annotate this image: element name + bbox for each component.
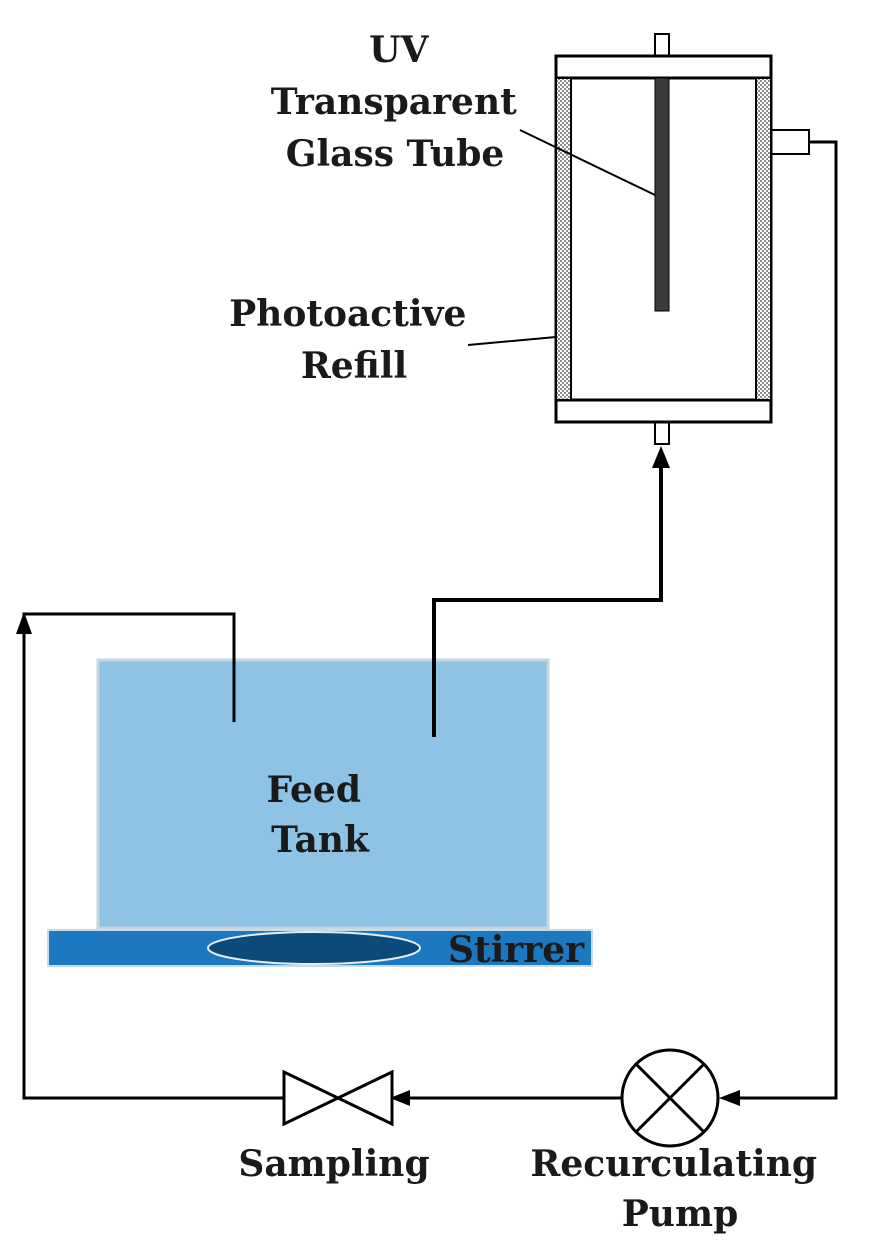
reactor-top-cap — [554, 54, 773, 80]
uv-tube-label-line-1: UV — [369, 29, 429, 71]
uv-tube-leader — [519, 129, 656, 196]
feed-tank-label-line-2: Tank — [271, 819, 370, 861]
uv-tube-label: UV Transparent Glass Tube — [271, 29, 530, 175]
pump-label-line-1: Recurculating — [530, 1143, 817, 1185]
pump-label: Recurculating Pump — [530, 1143, 829, 1235]
reactor — [554, 33, 810, 445]
refill-label-line-1: Photoactive — [229, 293, 466, 335]
reactor-feed-pipe — [432, 462, 663, 737]
return-arrow-head — [16, 612, 32, 634]
feed-tank — [96, 658, 550, 930]
sampling-label: Sampling — [238, 1143, 429, 1185]
uv-tube-label-line-3: Glass Tube — [286, 133, 505, 175]
valve-inlet-arrow-head — [390, 1090, 410, 1106]
pump-inlet-arrow-head — [719, 1090, 740, 1106]
reactor-top-nozzle — [654, 33, 670, 57]
feed-tank-label-line-1: Feed — [266, 769, 361, 811]
reactor-side-nozzle — [770, 129, 810, 155]
sampling-valve — [282, 1069, 394, 1127]
reactor-feed-arrow-head — [652, 446, 670, 468]
stirrer-bar — [207, 931, 421, 965]
refill-leader — [467, 336, 557, 346]
uv-tube-label-line-2: Transparent — [271, 81, 517, 123]
refill-right-wall — [755, 77, 772, 401]
recirculating-pump — [620, 1048, 720, 1148]
pump-label-line-2: Pump — [622, 1193, 739, 1235]
refill-label: Photoactive Refill — [229, 293, 479, 387]
reactor-bottom-nozzle — [654, 421, 670, 445]
stirrer-label: Stirrer — [448, 929, 585, 971]
reactor-to-pump-pipe — [740, 140, 838, 1100]
refill-left-wall — [555, 77, 572, 401]
reactor-bottom-cap — [554, 398, 773, 424]
feed-tank-label: Feed Tank — [266, 769, 373, 861]
uv-glass-tube — [654, 77, 670, 312]
refill-label-line-2: Refill — [301, 345, 407, 387]
